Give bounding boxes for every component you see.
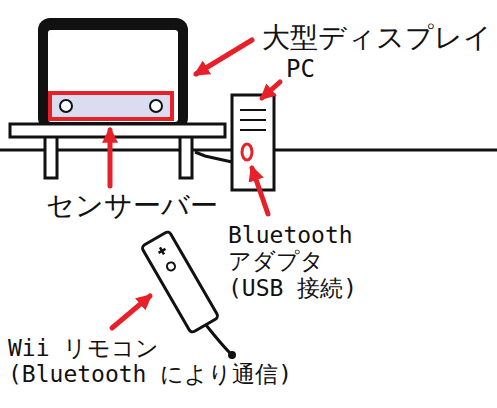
bluetooth-adapter bbox=[242, 144, 252, 160]
leader-arrow bbox=[108, 130, 113, 186]
pc-label: PC bbox=[286, 56, 315, 84]
cable bbox=[195, 152, 232, 162]
leader-arrow bbox=[196, 40, 252, 74]
table-illustration bbox=[10, 124, 225, 178]
adapter-label: Bluetooth アダプタ (USB 接続) bbox=[228, 222, 378, 301]
leader-arrow bbox=[252, 168, 268, 214]
display-illustration bbox=[38, 18, 188, 130]
sensor-bar-illustration bbox=[50, 93, 172, 119]
leader-arrow bbox=[262, 82, 280, 98]
remote-strap bbox=[206, 325, 230, 353]
wii-remote-illustration bbox=[141, 231, 219, 334]
remote-label: Wii リモコン (Bluetooth により通信) bbox=[8, 335, 303, 388]
strap-end bbox=[228, 351, 236, 359]
display-label: 大型ディスプレイ bbox=[262, 22, 492, 54]
leader-arrow bbox=[112, 296, 150, 328]
sensor-bar-label: センサーバー bbox=[46, 190, 218, 222]
